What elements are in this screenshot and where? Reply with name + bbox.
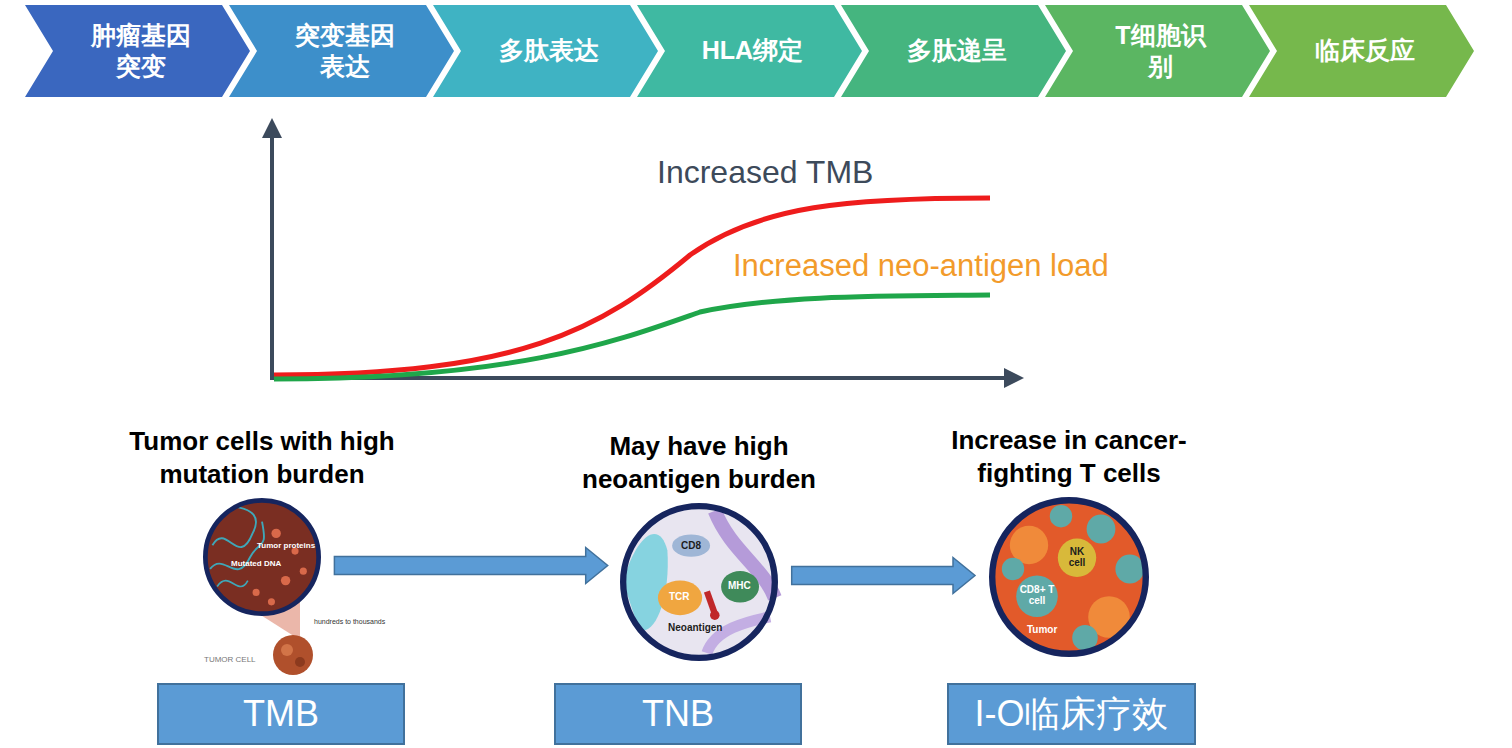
metric-box: TNB	[554, 683, 802, 745]
chevron-shape	[1045, 5, 1270, 97]
step-label: T细胞识别	[1105, 20, 1217, 83]
process-chevron: 肿瘤基因突变	[25, 5, 250, 97]
metric-label: TNB	[642, 693, 714, 735]
illustration-label: CD8	[681, 541, 701, 552]
tumor-cell-spot	[295, 657, 305, 667]
metric-label: TMB	[243, 693, 319, 735]
x-axis-head	[1004, 368, 1024, 388]
metric-box: TMB	[157, 683, 405, 745]
illustration-circle: Tumor cells with high mutation burdenTum…	[203, 498, 321, 616]
column-heading: Increase in cancer-fighting T cells	[909, 424, 1229, 489]
illustration-label: CD8+ T cell	[1017, 585, 1057, 606]
illustration-circle: May have high neoantigen burdenCD8TCRMHC…	[620, 503, 778, 661]
y-axis-head	[262, 118, 282, 138]
process-chevron: 突变基因表达	[229, 5, 454, 97]
annotation-label: hundreds to thousands	[314, 618, 385, 625]
y-axis	[270, 134, 274, 380]
illustration-label: Tumor proteins	[257, 542, 315, 550]
process-chevron: HLA绑定	[637, 5, 862, 97]
process-chevron: 多肽表达	[433, 5, 658, 97]
illustration-label: Tumor	[1027, 625, 1057, 636]
illustration-label: MHC	[728, 581, 751, 592]
chevron-shape	[229, 5, 454, 97]
flow-arrow	[334, 548, 607, 584]
illustration-label: Neoantigen	[668, 623, 722, 634]
process-chevron: 临床反应	[1249, 5, 1474, 97]
neoantigen-curve	[274, 295, 990, 379]
step-label: 突变基因表达	[289, 20, 401, 83]
step-label: HLA绑定	[702, 35, 803, 66]
tumor-cell-spot	[281, 644, 293, 656]
curve-label: Increased neo-antigen load	[733, 248, 1109, 284]
flow-arrow	[792, 558, 975, 594]
illustration-label: NK cell	[1063, 547, 1091, 568]
column-heading: May have high neoantigen burden	[539, 430, 859, 495]
process-chevron: T细胞识别	[1045, 5, 1270, 97]
step-label: 多肽表达	[499, 35, 599, 66]
cell-illustration	[203, 498, 321, 616]
cell-illustration	[989, 497, 1149, 657]
chevron-shape	[25, 5, 250, 97]
tumor-cell-icon	[273, 635, 313, 675]
step-label: 临床反应	[1315, 35, 1415, 66]
metric-box: I-O临床疗效	[947, 683, 1196, 745]
process-chevron: 多肽递呈	[841, 5, 1066, 97]
illustration-circle: Increase in cancer-fighting T cellsNK ce…	[989, 497, 1149, 657]
illustration-label: TCR	[669, 592, 690, 603]
step-label: 多肽递呈	[907, 35, 1007, 66]
step-label: 肿瘤基因突变	[85, 20, 197, 83]
cell-illustration	[620, 503, 778, 661]
metric-label: I-O临床疗效	[975, 690, 1169, 739]
annotation-label: TUMOR CELL	[204, 655, 256, 664]
curve-label: Increased TMB	[657, 154, 873, 191]
tmb-curve	[274, 198, 990, 375]
illustration-label: Mutated DNA	[231, 560, 281, 568]
column-heading: Tumor cells with high mutation burden	[102, 425, 422, 490]
